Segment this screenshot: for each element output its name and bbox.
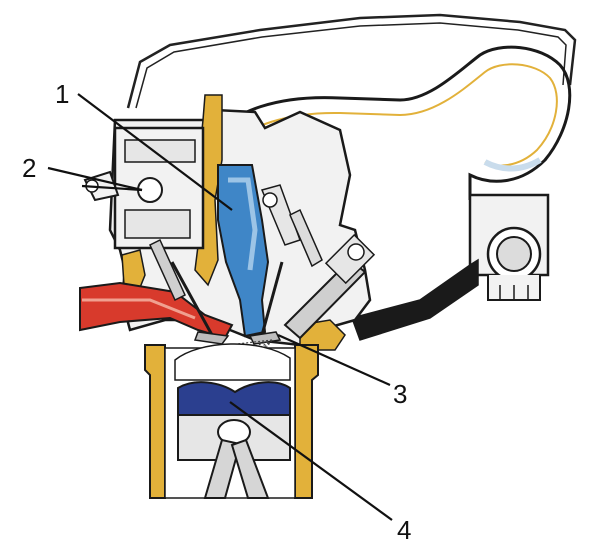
callout-labels: 1 2 3 4 — [22, 79, 411, 545]
right-pipe-housing — [468, 193, 550, 301]
exhaust-pipe — [351, 258, 479, 341]
callout-label-3: 3 — [393, 379, 407, 409]
valves — [170, 261, 284, 345]
fuel-rail-pipe — [126, 13, 577, 109]
callout-leaders — [47, 93, 393, 521]
leader-line-1 — [77, 93, 233, 211]
leader-line-3 — [277, 333, 391, 387]
piston — [177, 381, 291, 499]
leader-line-4 — [229, 401, 393, 521]
callout-label-1: 1 — [55, 79, 69, 109]
leader-line-2 — [47, 166, 143, 192]
right-injector-assembly — [260, 184, 376, 340]
callout-label-2: 2 — [22, 153, 36, 183]
leader-line-2b — [81, 184, 143, 192]
callout-label-4: 4 — [397, 515, 411, 545]
combustion-chamber — [174, 343, 291, 381]
